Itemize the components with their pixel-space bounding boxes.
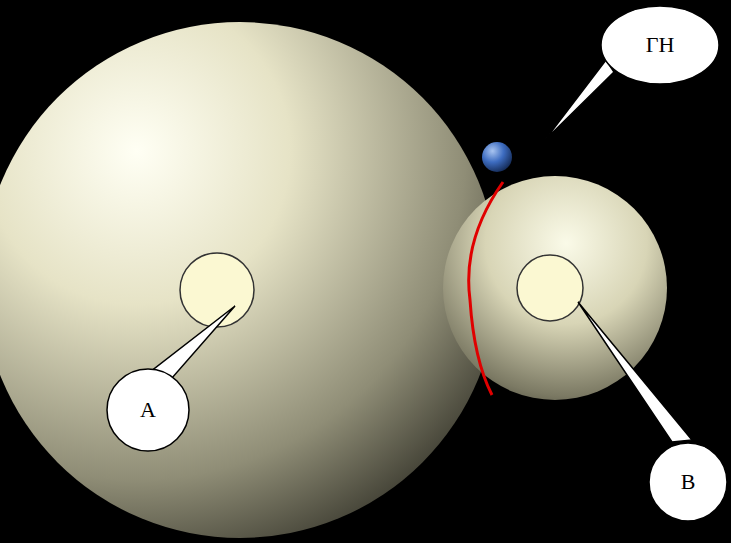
callout-outline [107, 369, 189, 451]
callout-circle: B [648, 442, 728, 522]
callout-pointer [150, 306, 235, 378]
callout-label: A [140, 399, 156, 421]
intersection-arc [469, 182, 503, 395]
callout-outline [601, 6, 719, 84]
callout-pointer [545, 60, 614, 140]
callout-outline [649, 443, 727, 521]
blue-sphere [482, 142, 512, 172]
callout-bubble: ΓΗ [600, 5, 720, 85]
marker-circle [517, 255, 583, 321]
callout-label: B [681, 471, 696, 493]
callout-circle: A [106, 368, 190, 452]
callout-label: ΓΗ [646, 34, 675, 56]
sphere-a [0, 22, 498, 538]
callout-pointer [578, 302, 692, 442]
sphere-b [443, 176, 667, 400]
marker-circle [180, 253, 254, 327]
